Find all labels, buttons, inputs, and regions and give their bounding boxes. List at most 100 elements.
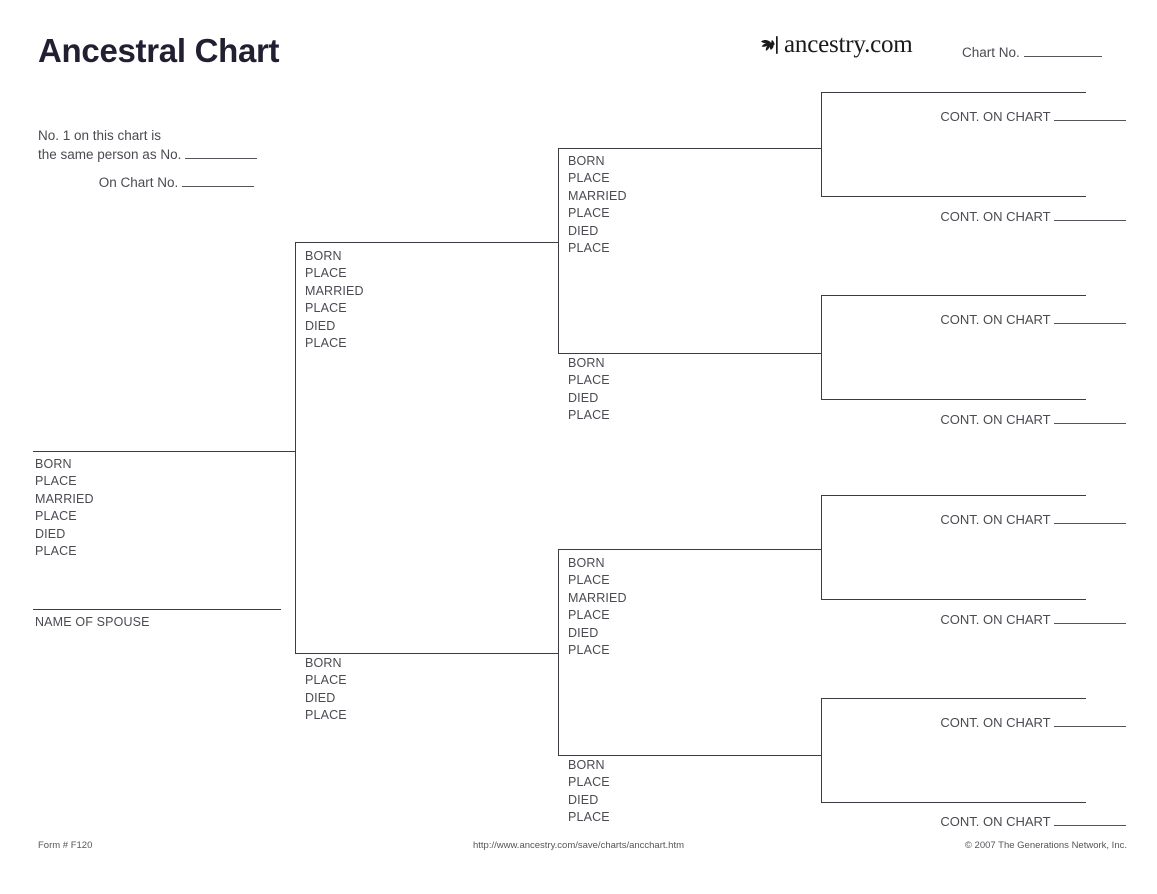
gen4-slot-6-rule (821, 599, 1086, 600)
gen4-slot-5-rule (821, 495, 1086, 496)
cont-on-chart-2[interactable]: CONT. ON CHART (826, 209, 1126, 224)
on-chart-no-field[interactable]: On Chart No. (38, 175, 254, 190)
p7-fields: BORN PLACE DIED PLACE (568, 757, 610, 827)
p3-fields: BORN PLACE DIED PLACE (305, 655, 347, 725)
p5-field-place2: PLACE (568, 408, 610, 423)
p2-field-place1: PLACE (305, 266, 347, 281)
cont-on-chart-3-blank[interactable] (1054, 323, 1126, 324)
chart-no-label: Chart No. (962, 45, 1020, 60)
chart-no-blank[interactable] (1023, 56, 1102, 57)
p7-field-born: BORN (568, 758, 605, 772)
cont-on-chart-2-label: CONT. ON CHART (940, 209, 1051, 224)
p4-field-married: MARRIED (568, 188, 627, 203)
gen4-slot-2-rule (821, 196, 1086, 197)
cont-on-chart-6[interactable]: CONT. ON CHART (826, 612, 1126, 627)
cont-on-chart-7[interactable]: CONT. ON CHART (826, 715, 1126, 730)
p5-field-died: DIED (568, 390, 599, 405)
p5-fields: BORN PLACE DIED PLACE (568, 355, 610, 425)
note-line-1: No. 1 on this chart is (38, 128, 162, 143)
p4-field-place3: PLACE (568, 240, 610, 255)
cont-on-chart-4[interactable]: CONT. ON CHART (826, 412, 1126, 427)
p3-field-born: BORN (305, 656, 342, 670)
gen3-lower-spine (558, 549, 559, 755)
p7-to-gen4-connector (806, 755, 822, 756)
on-chart-no-label: On Chart No. (98, 175, 179, 190)
gen4-bracket-3-spine (821, 495, 822, 600)
cont-on-chart-5[interactable]: CONT. ON CHART (826, 512, 1126, 527)
p1-field-married: MARRIED (35, 491, 94, 506)
p4-field-born: BORN (568, 154, 605, 168)
chart-no-field[interactable]: Chart No. (962, 45, 1102, 60)
note-line-2-row[interactable]: the same person as No. (38, 145, 258, 164)
p6-name-rule (558, 549, 821, 550)
brand-name: ancestry.com (784, 31, 913, 58)
p1-field-place2: PLACE (35, 509, 77, 524)
gen4-bracket-2-spine (821, 295, 822, 400)
p7-field-place2: PLACE (568, 810, 610, 825)
p2-fields: BORN PLACE MARRIED PLACE DIED PLACE (305, 248, 364, 352)
gen4-slot-3-rule (821, 295, 1086, 296)
gen4-bracket-4-spine (821, 698, 822, 803)
cont-on-chart-2-blank[interactable] (1054, 220, 1126, 221)
p2-field-died: DIED (305, 318, 336, 333)
cont-on-chart-1-blank[interactable] (1054, 120, 1126, 121)
cont-on-chart-5-label: CONT. ON CHART (940, 512, 1051, 527)
p3-field-place2: PLACE (305, 708, 347, 723)
p5-field-born: BORN (568, 356, 605, 370)
gen4-slot-7-rule (821, 698, 1086, 699)
same-person-no-blank[interactable] (185, 158, 258, 159)
gen4-slot-4-rule (821, 399, 1086, 400)
footer-url: http://www.ancestry.com/save/charts/ancc… (472, 840, 684, 851)
ancestry-logo: ancestry.com (757, 30, 913, 60)
p3-field-died: DIED (305, 690, 336, 705)
gen2-mother-to-gen3-connector (543, 653, 559, 654)
p6-field-born: BORN (568, 556, 605, 570)
cont-on-chart-7-blank[interactable] (1054, 726, 1126, 727)
footer-form-number: Form # F120 (38, 840, 93, 851)
p4-field-died: DIED (568, 223, 599, 238)
cont-on-chart-8-blank[interactable] (1054, 825, 1126, 826)
p6-field-place3: PLACE (568, 642, 610, 657)
gen4-slot-1-rule (821, 92, 1086, 93)
p1-field-place1: PLACE (35, 474, 77, 489)
p1-name-rule (33, 451, 295, 452)
cont-on-chart-1[interactable]: CONT. ON CHART (826, 109, 1126, 124)
cont-on-chart-5-blank[interactable] (1054, 523, 1126, 524)
p6-to-gen4-connector (806, 549, 822, 550)
p4-fields: BORN PLACE MARRIED PLACE DIED PLACE (568, 153, 627, 257)
p1-spouse-rule (33, 609, 281, 610)
cont-on-chart-6-label: CONT. ON CHART (940, 612, 1051, 627)
gen1-to-gen2-connector (281, 451, 296, 452)
p4-name-rule (558, 148, 821, 149)
p1-field-died: DIED (35, 526, 66, 541)
cont-on-chart-8[interactable]: CONT. ON CHART (826, 814, 1126, 829)
p1-spouse-label: NAME OF SPOUSE (35, 615, 150, 629)
cont-on-chart-3[interactable]: CONT. ON CHART (826, 312, 1126, 327)
p3-name-rule (295, 653, 558, 654)
p2-field-born: BORN (305, 249, 342, 263)
p4-field-place2: PLACE (568, 206, 610, 221)
note-line-2: the same person as No. (38, 147, 182, 162)
gen2-father-to-gen3-connector (543, 242, 559, 243)
cont-on-chart-6-blank[interactable] (1054, 623, 1126, 624)
cont-on-chart-7-label: CONT. ON CHART (940, 715, 1051, 730)
p1-fields: BORN PLACE MARRIED PLACE DIED PLACE (35, 456, 94, 560)
page-title: Ancestral Chart (38, 32, 280, 69)
on-chart-no-blank[interactable] (182, 186, 254, 187)
p1-field-place3: PLACE (35, 543, 77, 558)
cont-on-chart-4-blank[interactable] (1054, 423, 1126, 424)
p5-to-gen4-connector (806, 353, 822, 354)
p7-field-died: DIED (568, 792, 599, 807)
p2-field-place3: PLACE (305, 335, 347, 350)
gen4-slot-8-rule (821, 802, 1086, 803)
p2-name-rule (295, 242, 558, 243)
cont-on-chart-8-label: CONT. ON CHART (940, 814, 1051, 829)
p1-field-born: BORN (35, 457, 72, 471)
p2-field-married: MARRIED (305, 283, 364, 298)
cont-on-chart-1-label: CONT. ON CHART (940, 109, 1051, 124)
gen2-spine (295, 242, 296, 654)
p7-field-place1: PLACE (568, 775, 610, 790)
p2-field-place2: PLACE (305, 301, 347, 316)
gen4-bracket-1-spine (821, 92, 822, 197)
